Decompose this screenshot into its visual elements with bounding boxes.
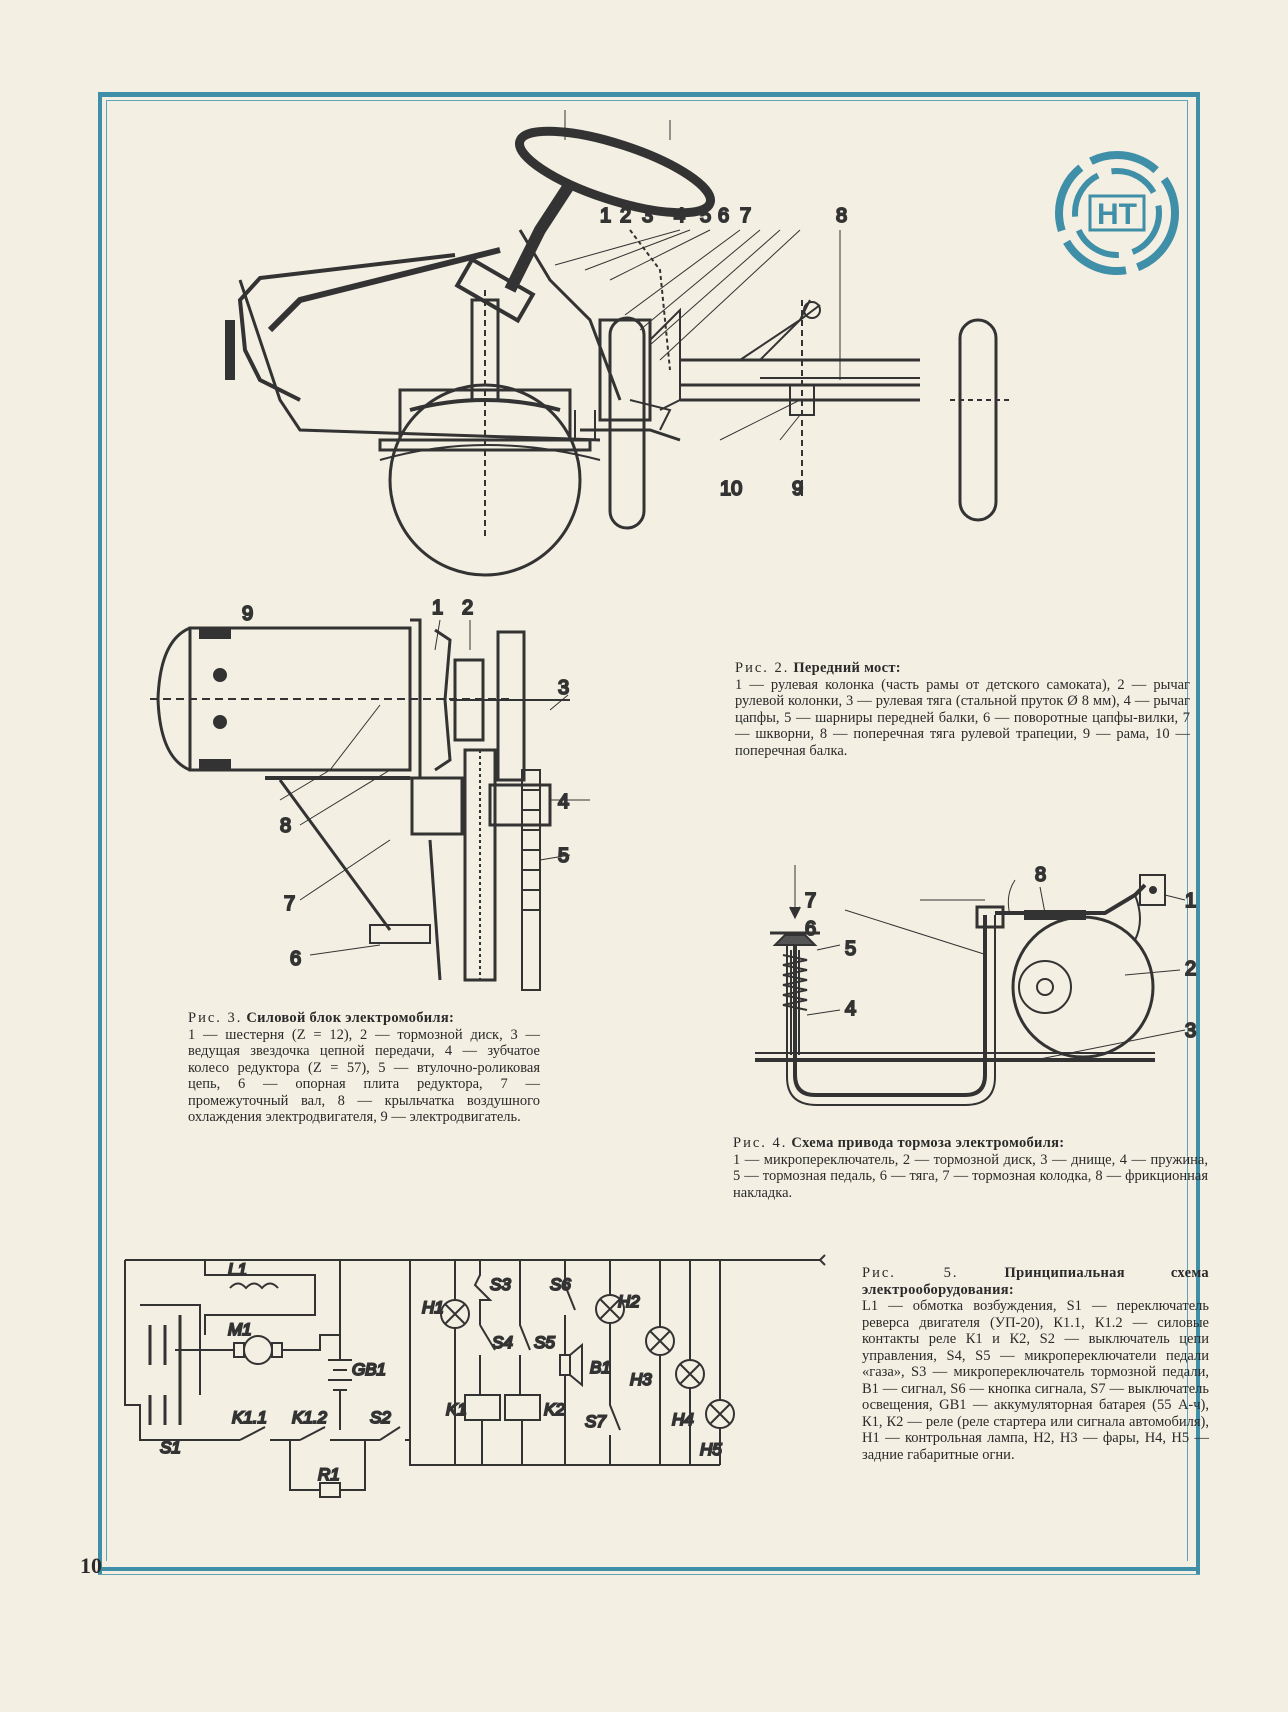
figure5-caption: Рис. 5. Принципиальная схема электрообор… <box>862 1265 1209 1463</box>
fig5-label-B1: B1 <box>590 1358 611 1377</box>
fig5-label-K1: K1 <box>446 1400 467 1419</box>
fig5-label-S7: S7 <box>585 1412 606 1431</box>
figure5-wiring-diagram: L1 M1 GB1 S1 K1.1 K1.2 S2 R1 H1 S3 S4 S5… <box>120 1255 840 1535</box>
figure3-caption-title: Силовой блок электромобиля: <box>246 1010 455 1026</box>
fig5-label-K11: K1.1 <box>232 1408 267 1427</box>
fig4-label-3: 3 <box>1185 1020 1196 1042</box>
figure2-caption-prefix: Рис. 2. <box>735 660 790 676</box>
fig3-label-7: 7 <box>284 893 295 915</box>
figure5-caption-prefix: Рис. 5. <box>862 1265 959 1281</box>
fig3-label-6: 6 <box>290 948 301 970</box>
bottom-rule <box>98 1567 1200 1571</box>
figure3-caption: Рис. 3. Силовой блок электромобиля: 1 — … <box>188 1010 540 1126</box>
fig5-label-M1: M1 <box>228 1320 252 1339</box>
fig5-label-S1: S1 <box>160 1438 181 1457</box>
fig4-label-2: 2 <box>1185 958 1196 980</box>
fig5-label-S2: S2 <box>370 1408 391 1427</box>
fig2-label-1: 1 <box>600 205 611 227</box>
fig4-label-7: 7 <box>805 890 816 912</box>
figure3-caption-body: 1 — шестерня (Z = 12), 2 — тормозной дис… <box>188 1026 540 1126</box>
fig4-label-5: 5 <box>845 938 856 960</box>
fig5-label-R1: R1 <box>318 1465 340 1484</box>
magazine-logo: НТ <box>1052 148 1182 278</box>
fig4-label-6: 6 <box>805 918 816 940</box>
fig3-label-4: 4 <box>558 791 569 813</box>
fig3-label-9: 9 <box>242 603 253 625</box>
fig2-label-9: 9 <box>792 478 803 500</box>
fig2-label-10: 10 <box>720 478 742 500</box>
figure5-caption-title: Принципиальная схема электрооборудования… <box>862 1265 1209 1298</box>
fig3-label-1: 1 <box>432 597 443 619</box>
fig2-label-5: 5 <box>700 205 711 227</box>
figure4-caption-body: 1 — микропереключатель, 2 — тормозной ди… <box>733 1151 1208 1201</box>
fig4-label-4: 4 <box>845 998 856 1020</box>
fig2-label-8: 8 <box>836 205 847 227</box>
fig5-label-K12: K1.2 <box>292 1408 328 1427</box>
bottom-rule-thin <box>98 1574 1200 1575</box>
logo-text: НТ <box>1097 198 1137 231</box>
fig3-label-2: 2 <box>462 597 473 619</box>
figure2-caption-title: Передний мост: <box>793 660 901 676</box>
fig3-label-3: 3 <box>558 677 569 699</box>
fig5-label-H1: H1 <box>422 1298 444 1317</box>
fig5-label-GB1: GB1 <box>352 1360 386 1379</box>
fig3-label-8: 8 <box>280 815 291 837</box>
fig5-label-H3: H3 <box>630 1370 652 1389</box>
fig5-label-S5: S5 <box>534 1333 555 1352</box>
figure4-caption: Рис. 4. Схема привода тормоза электромоб… <box>733 1135 1208 1201</box>
fig5-label-S3: S3 <box>490 1275 511 1294</box>
fig5-label-H2: H2 <box>618 1292 640 1311</box>
figure4-caption-prefix: Рис. 4. <box>733 1135 788 1151</box>
fig5-label-S4: S4 <box>492 1333 513 1352</box>
fig2-label-2: 2 <box>620 205 631 227</box>
fig5-label-H4: H4 <box>672 1410 694 1429</box>
fig2-label-6: 6 <box>718 205 729 227</box>
figure3-caption-prefix: Рис. 3. <box>188 1010 243 1026</box>
figure2-caption-body: 1 — рулевая колонка (часть рамы от детск… <box>735 676 1190 759</box>
fig5-label-H5: H5 <box>700 1440 722 1459</box>
page-frame <box>98 92 1200 1575</box>
figure2-caption: Рис. 2. Передний мост: 1 — рулевая колон… <box>735 660 1190 759</box>
fig3-label-5: 5 <box>558 845 569 867</box>
page-number: 10 <box>80 1553 102 1578</box>
figure4-brake-drive-drawing: 8 7 1 6 2 5 4 3 <box>755 863 1197 1100</box>
figure5-caption-body: L1 — обмотка возбуждения, S1 — переключа… <box>862 1298 1209 1463</box>
figure3-power-unit-drawing: 9 1 2 3 8 4 7 5 6 <box>150 596 580 990</box>
fig5-label-S6: S6 <box>550 1275 571 1294</box>
fig5-label-L1: L1 <box>228 1260 247 1279</box>
fig2-label-3: 3 <box>642 205 653 227</box>
fig2-label-4: 4 <box>674 205 685 227</box>
fig4-label-8: 8 <box>1035 864 1046 886</box>
page-frame-inner <box>106 100 1188 1561</box>
fig5-label-K2: K2 <box>544 1400 565 1419</box>
figure2-front-axle-drawing: 1 2 3 4 5 6 7 8 9 10 <box>200 100 1100 580</box>
figure4-caption-title: Схема привода тормоза электромобиля: <box>791 1135 1065 1151</box>
fig2-label-7: 7 <box>740 205 751 227</box>
fig4-label-1: 1 <box>1185 890 1196 912</box>
